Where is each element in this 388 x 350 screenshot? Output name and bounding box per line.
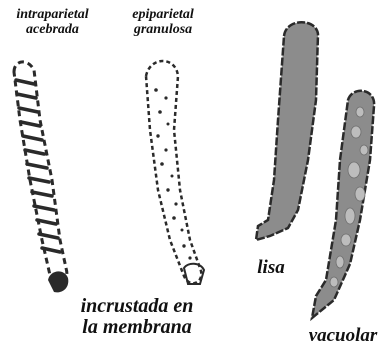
granule-dots	[154, 88, 191, 259]
label-intraparietal-line2: acebrada	[5, 23, 100, 38]
label-intraparietal: intraparietal acebrada	[5, 8, 100, 37]
hypha-vacuolar	[312, 91, 374, 318]
label-incrustada: incrustada en la membrana	[62, 296, 212, 338]
hypha-epiparietal-granular	[146, 61, 204, 284]
label-lisa: lisa	[248, 258, 294, 278]
label-intraparietal-line1: intraparietal	[5, 8, 100, 23]
label-epiparietal: epiparietal granulosa	[118, 8, 208, 37]
hypha-intraparietal-striped	[14, 62, 68, 292]
label-incrustada-line2: la membrana	[62, 317, 212, 338]
label-epiparietal-line1: epiparietal	[118, 8, 208, 23]
label-vacuolar: vacuolar	[300, 326, 386, 346]
label-epiparietal-line2: granulosa	[118, 23, 208, 38]
label-incrustada-line1: incrustada en	[62, 296, 212, 317]
hypha-smooth	[256, 22, 318, 240]
